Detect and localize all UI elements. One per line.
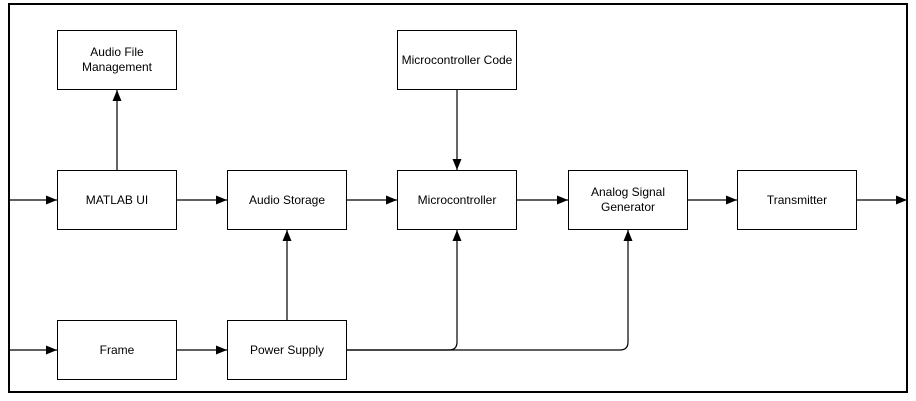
node-microcontroller-code: Microcontroller Code [397,30,517,90]
edge-power-supply-to-analog-signal-generator [347,230,633,351]
node-audio-storage: Audio Storage [227,170,347,230]
node-transmitter: Transmitter [737,170,857,230]
node-frame: Frame [57,320,177,380]
page-border [8,3,908,393]
node-matlab-ui: MATLAB UI [57,170,177,230]
node-analog-signal-generator: Analog Signal Generator [568,170,688,230]
node-microcontroller: Microcontroller [397,170,517,230]
node-audio-file-management: Audio File Management [57,30,177,90]
node-power-supply: Power Supply [227,320,347,380]
edge-power-supply-to-microcontroller [347,230,462,351]
